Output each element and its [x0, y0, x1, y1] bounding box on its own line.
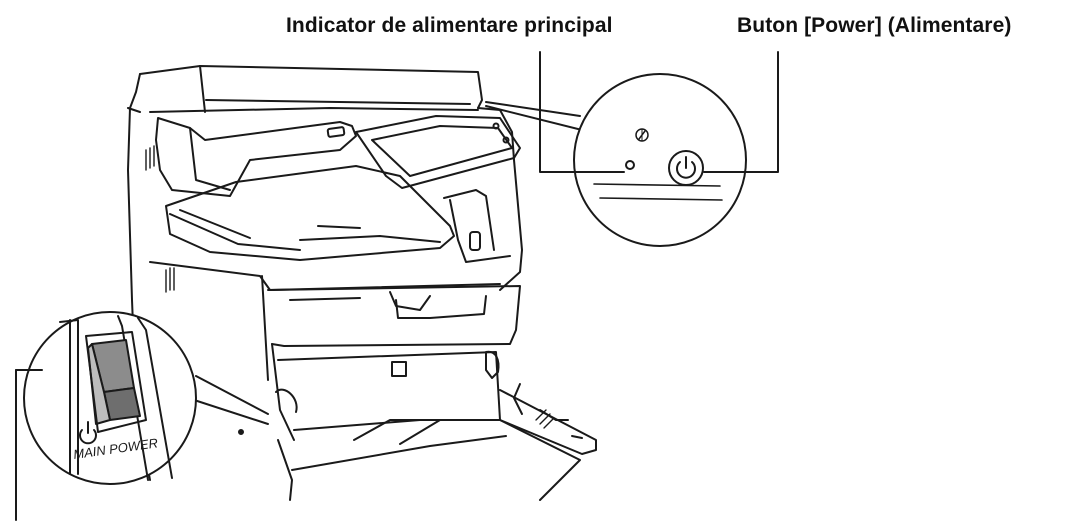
- printer-body: [127, 65, 597, 501]
- control-panel-zoom: [485, 51, 779, 247]
- main-power-indicator-icon: [635, 128, 649, 142]
- power-standby-icon: [79, 421, 97, 445]
- main-power-indicator-label: Indicator de alimentare principal: [286, 14, 613, 37]
- power-button-label: Buton [Power] (Alimentare): [737, 14, 1012, 37]
- main-power-switch-zoom: [15, 311, 269, 521]
- power-button-icon[interactable]: [668, 150, 704, 186]
- main-power-indicator-led: [625, 160, 635, 170]
